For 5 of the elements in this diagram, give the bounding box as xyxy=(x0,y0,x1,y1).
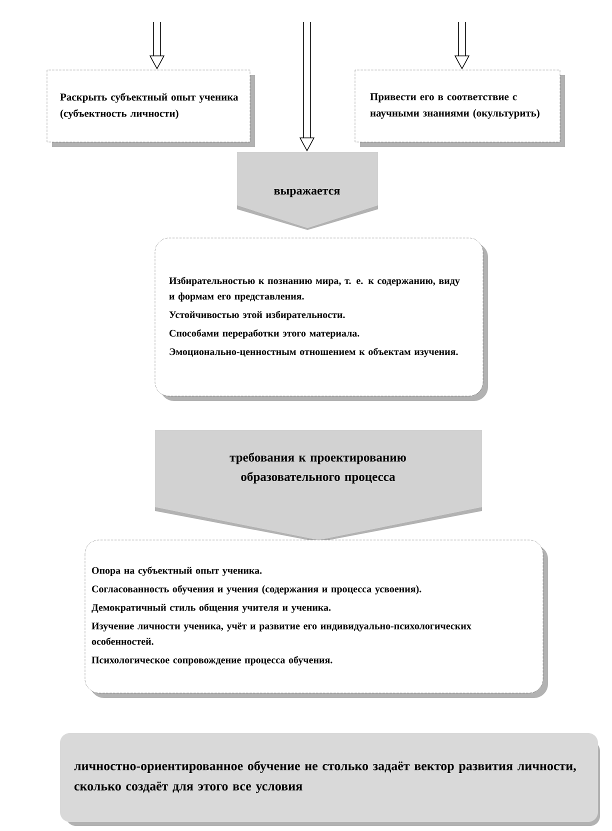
text-box: Привести его в соответствие с научными знаниями (окультурить) xyxy=(354,70,565,147)
text-box: Раскрыть субъектный опыт ученика (субъектность личности) xyxy=(46,70,255,147)
list-box: Избирательностью к познанию мира, т. е. к содержанию, виду и формам его представления. Устойчивостью этой избирательности. Способами переработки этого материала. Эмоционально-ценностным отношением к объектам изучения. xyxy=(154,238,488,401)
summary-box: личностно-ориентированное обучение не столько задаёт вектор развития личности, сколько создаёт для этого все условия xyxy=(60,733,600,826)
list-box: Опора на субъектный опыт ученика. Согласованность обучения и учения (содержания и процесса усвоения). Демократичный стиль общения учителя и ученика. Изучение личности ученика, учёт и развитие его индивидуально-психологических особенностей. Психологическое сопровождение процесса обучения. xyxy=(84,540,548,698)
